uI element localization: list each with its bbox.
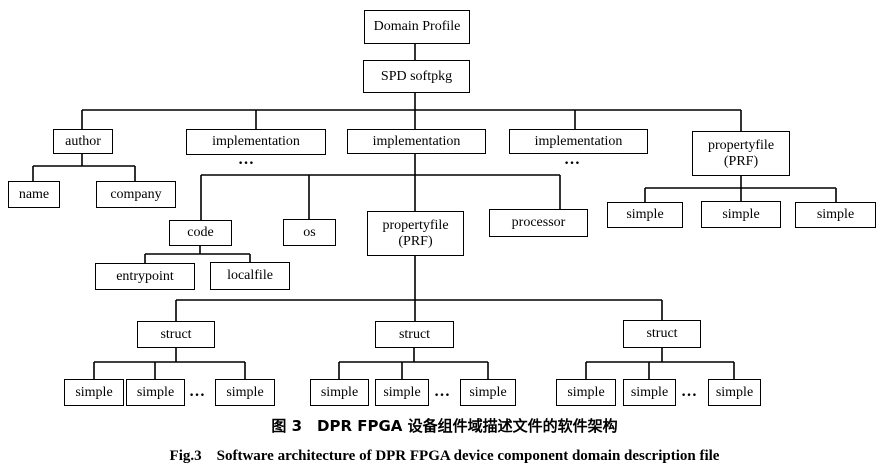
node-implementation-2: implementation bbox=[347, 129, 486, 154]
node-simple-s3-1: simple bbox=[556, 379, 616, 406]
node-simple-s2-3: simple bbox=[460, 379, 516, 406]
node-processor: processor bbox=[489, 209, 588, 237]
ellipsis-struct-2: … bbox=[434, 383, 451, 400]
node-simple-s1-2: simple bbox=[126, 379, 185, 406]
ellipsis-implementation-3: … bbox=[564, 151, 581, 168]
node-author: author bbox=[53, 129, 113, 154]
node-simple-prf-1: simple bbox=[607, 202, 683, 228]
node-name: name bbox=[8, 181, 60, 208]
node-entrypoint: entrypoint bbox=[95, 263, 195, 290]
node-simple-s3-2: simple bbox=[623, 379, 676, 406]
node-company: company bbox=[96, 181, 176, 208]
node-struct-2: struct bbox=[375, 321, 454, 348]
node-os: os bbox=[283, 219, 336, 246]
node-simple-s1-3: simple bbox=[215, 379, 275, 406]
node-spd-softpkg: SPD softpkg bbox=[363, 60, 470, 93]
node-simple-s1-1: simple bbox=[64, 379, 124, 406]
software-architecture-tree bbox=[32, 44, 837, 379]
node-propertyfile-right: propertyfile (PRF) bbox=[692, 131, 790, 176]
connector-lines bbox=[32, 44, 837, 379]
node-implementation-1: implementation bbox=[186, 129, 326, 155]
node-implementation-3: implementation bbox=[509, 129, 648, 154]
caption-english: Fig.3 Software architecture of DPR FPGA … bbox=[169, 448, 720, 464]
ellipsis-struct-1: … bbox=[189, 383, 206, 400]
node-domain-profile: Domain Profile bbox=[364, 10, 470, 44]
ellipsis-struct-3: … bbox=[681, 383, 698, 400]
caption-chinese: 图 3 DPR FPGA 设备组件域描述文件的软件架构 bbox=[271, 417, 618, 435]
ellipsis-implementation-1: … bbox=[238, 151, 255, 168]
node-struct-3: struct bbox=[623, 320, 701, 348]
node-propertyfile-center: propertyfile (PRF) bbox=[367, 211, 464, 256]
node-simple-prf-2: simple bbox=[701, 201, 781, 228]
node-simple-s3-3: simple bbox=[708, 379, 761, 406]
node-simple-prf-3: simple bbox=[795, 202, 876, 228]
node-struct-1: struct bbox=[137, 321, 215, 348]
node-code: code bbox=[169, 220, 232, 246]
node-simple-s2-2: simple bbox=[375, 379, 429, 406]
node-simple-s2-1: simple bbox=[310, 379, 369, 406]
node-localfile: localfile bbox=[210, 262, 290, 290]
